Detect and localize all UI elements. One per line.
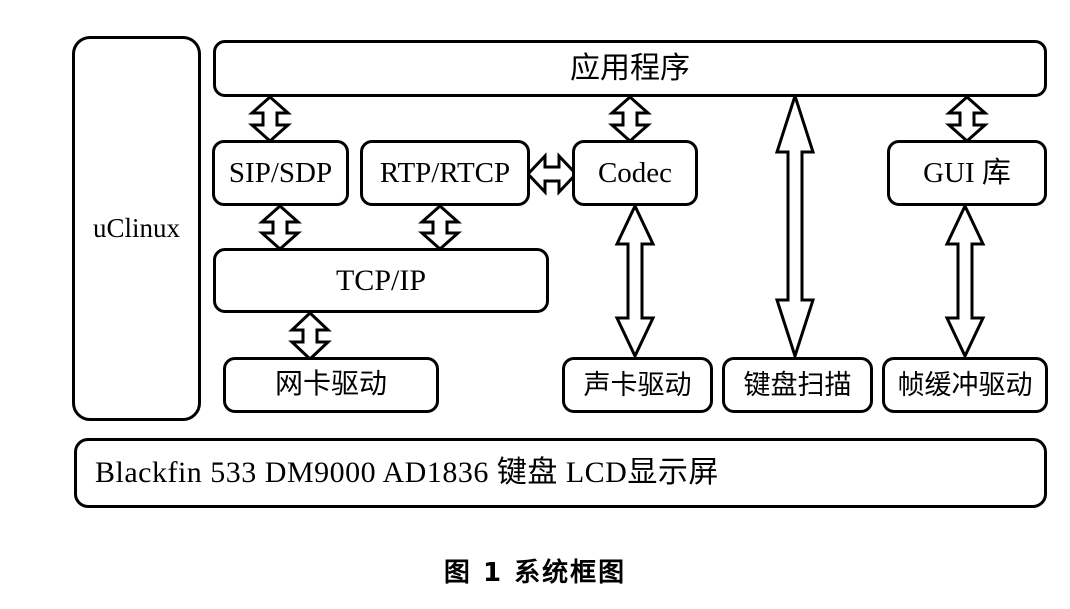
arrow-app-to-codec: [608, 94, 652, 144]
arrow-rtp-to-codec: [525, 152, 579, 196]
arrow-app-to-keyboard-scan: [774, 91, 816, 361]
arrow-rtp-to-tcpip: [418, 203, 462, 252]
block-framebuffer-driver[interactable]: 帧缓冲驱动: [882, 357, 1048, 413]
arrow-codec-to-sound-driver: [614, 202, 656, 360]
block-sip-sdp-label: SIP/SDP: [228, 156, 333, 189]
arrow-app-to-sip: [248, 94, 292, 144]
block-uclinux-label: uClinux: [92, 213, 180, 243]
block-rtp-rtcp-label: RTP/RTCP: [379, 156, 511, 189]
block-gui-library-label: GUI 库: [923, 156, 1011, 189]
block-sound-card-driver-label: 声卡驱动: [583, 369, 692, 400]
figure-caption: 图 1 系统框图: [443, 558, 627, 588]
block-keyboard-scan-label: 键盘扫描: [743, 369, 852, 400]
block-uclinux[interactable]: uClinux: [72, 36, 201, 421]
block-tcp-ip[interactable]: TCP/IP: [213, 248, 549, 313]
block-application-label: 应用程序: [570, 51, 690, 85]
arrow-sip-to-tcpip: [258, 203, 302, 252]
block-gui-library[interactable]: GUI 库: [887, 140, 1047, 206]
block-application[interactable]: 应用程序: [213, 40, 1047, 97]
block-framebuffer-driver-label: 帧缓冲驱动: [897, 369, 1033, 400]
block-codec[interactable]: Codec: [572, 140, 698, 206]
block-sound-card-driver[interactable]: 声卡驱动: [562, 357, 713, 413]
block-hardware-layer[interactable]: Blackfin 533 DM9000 AD1836 键盘 LCD显示屏: [74, 438, 1047, 508]
block-codec-label: Codec: [597, 156, 673, 189]
arrow-tcpip-to-nic-driver: [288, 310, 332, 362]
block-hardware-layer-label: Blackfin 533 DM9000 AD1836 键盘 LCD显示屏: [95, 456, 719, 489]
block-nic-driver-label: 网卡驱动: [274, 369, 387, 400]
block-rtp-rtcp[interactable]: RTP/RTCP: [360, 140, 530, 206]
arrow-app-to-gui: [945, 94, 989, 144]
block-nic-driver[interactable]: 网卡驱动: [223, 357, 439, 413]
block-keyboard-scan[interactable]: 键盘扫描: [722, 357, 873, 413]
arrow-gui-to-framebuffer-driver: [944, 202, 986, 360]
block-tcp-ip-label: TCP/IP: [335, 263, 427, 297]
block-sip-sdp[interactable]: SIP/SDP: [212, 140, 349, 206]
